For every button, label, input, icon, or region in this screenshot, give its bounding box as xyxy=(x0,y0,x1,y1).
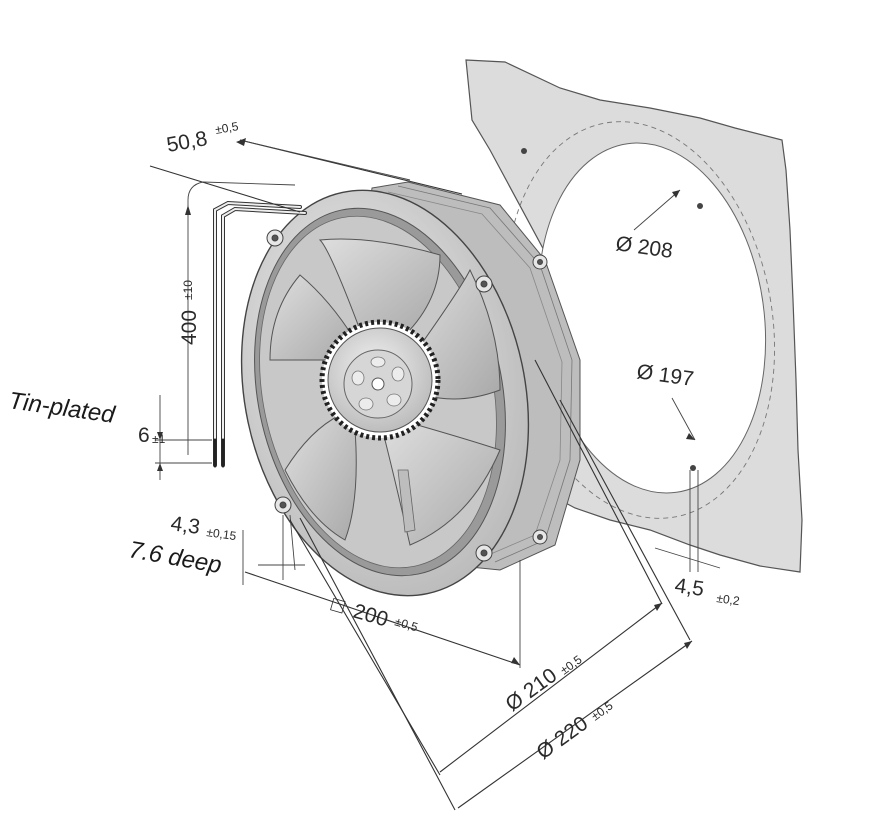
mounting-ears xyxy=(266,229,548,562)
square-tolerance: ±0,5 xyxy=(393,614,420,634)
mounting-panel xyxy=(465,59,803,573)
fan xyxy=(240,181,581,597)
depth-value: 50,8 xyxy=(165,127,209,157)
fan-blades xyxy=(269,238,501,546)
lead-length-tolerance: ±10 xyxy=(181,280,195,300)
tin-plated-note: Tin-plated xyxy=(7,387,117,429)
hole-diameter-value: 4,3 xyxy=(169,512,201,539)
strip-length-tolerance: ±1 xyxy=(152,432,166,446)
diam-210-value: Ø 210 xyxy=(501,664,561,716)
diam-220-tolerance: ±0,5 xyxy=(589,698,616,723)
panel-hole xyxy=(690,465,696,471)
depth-tolerance: ±0,5 xyxy=(214,119,240,137)
panel-hole-value: 4,5 xyxy=(673,574,705,601)
panel-hole xyxy=(521,148,527,154)
fan-hub xyxy=(319,319,441,441)
lead-wires xyxy=(213,200,307,468)
deep-note: 7.6 deep xyxy=(127,536,224,579)
diam-220-value: Ø 220 xyxy=(532,712,592,764)
hole-diameter-tolerance: ±0,15 xyxy=(206,525,238,543)
diam-210-tolerance: ±0,5 xyxy=(558,652,585,677)
panel-hole-tolerance: ±0,2 xyxy=(716,591,741,608)
strip-length-value: 6 xyxy=(138,424,150,447)
square-value: 200 xyxy=(351,600,391,632)
dimension-lines xyxy=(149,138,721,811)
lead-length-value: 400 xyxy=(178,310,201,345)
panel-hole xyxy=(697,203,703,209)
